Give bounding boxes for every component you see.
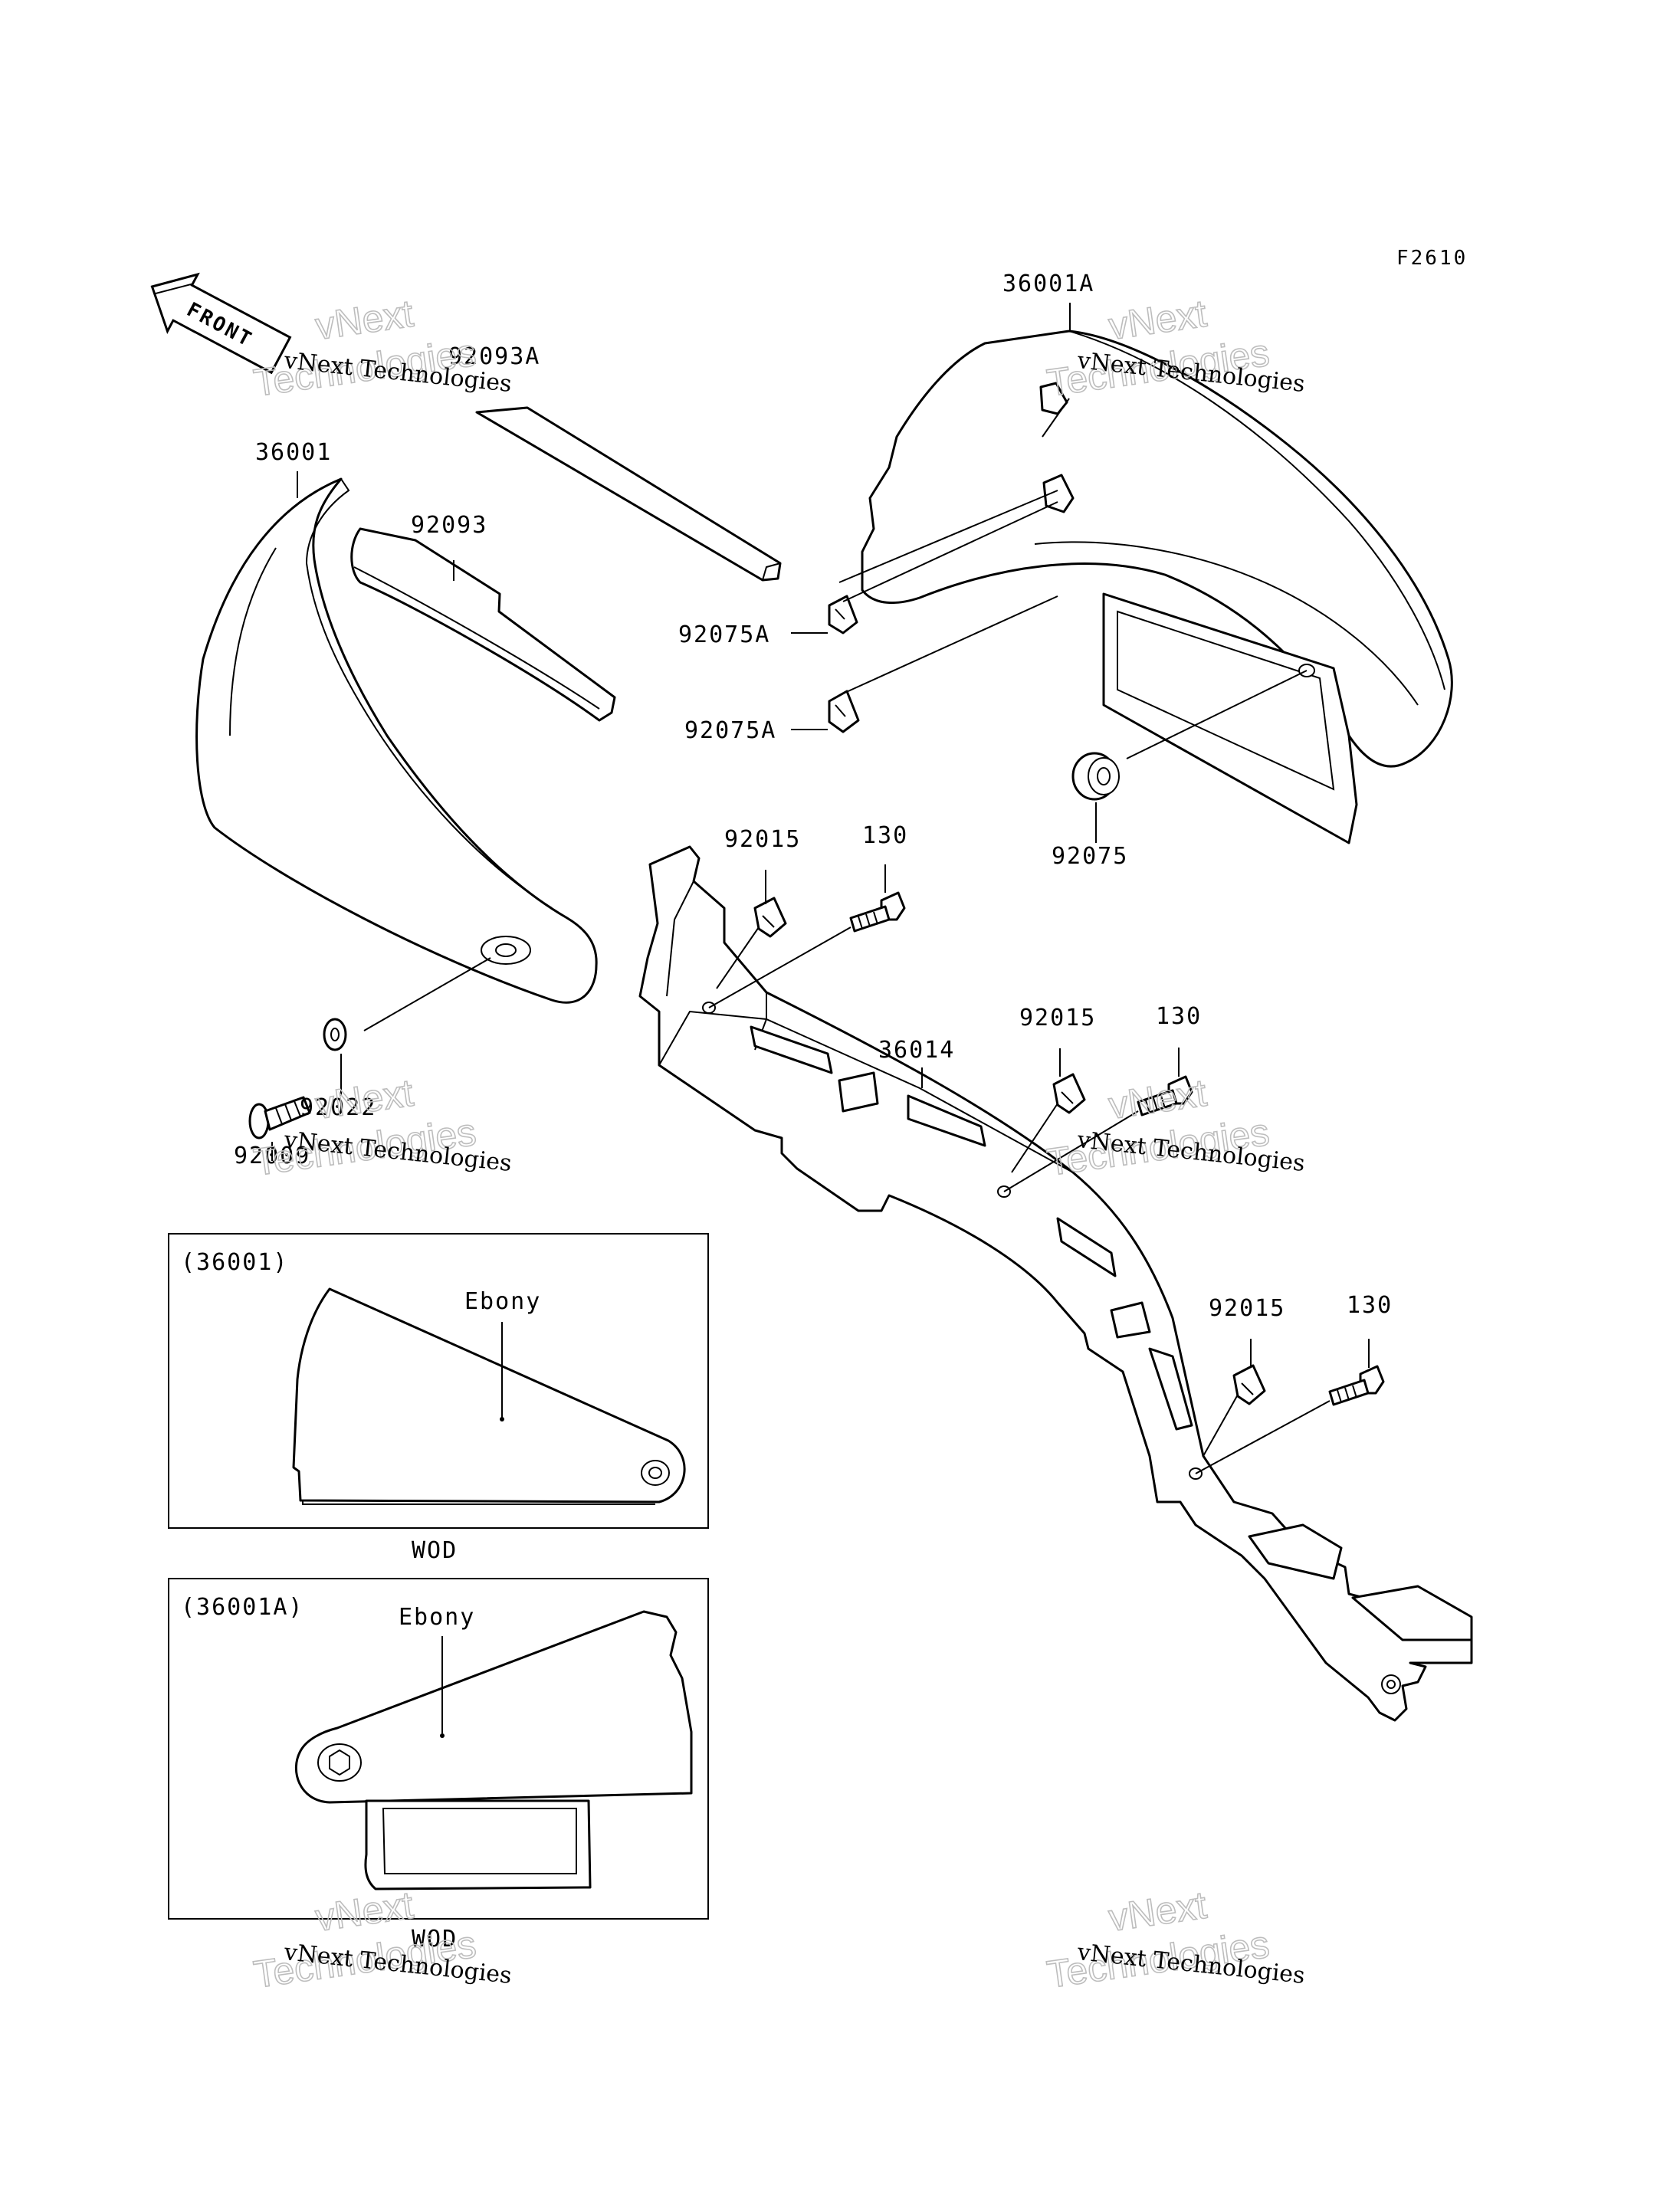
inset-36001A-color: Ebony <box>399 1604 475 1631</box>
label-92009: 92009 <box>234 1143 310 1169</box>
label-92015-2: 92015 <box>1019 1005 1096 1031</box>
label-130-2: 130 <box>1156 1003 1202 1030</box>
label-36014: 36014 <box>878 1037 955 1064</box>
part-130-bolt-1 <box>849 891 906 933</box>
label-92015-3: 92015 <box>1209 1295 1285 1322</box>
label-92075A-upper: 92075A <box>678 621 770 648</box>
part-92015-nut-1 <box>753 897 787 938</box>
part-92075A-clip-lower <box>828 690 860 733</box>
label-92075A-lower: 92075A <box>684 717 776 744</box>
label-130-1: 130 <box>862 822 908 849</box>
inset-36001-caption: WOD <box>412 1537 458 1564</box>
part-92093A-strip <box>475 406 782 582</box>
svg-text:vNext: vNext <box>313 1884 415 1940</box>
part-36014-bracket <box>638 845 1473 1722</box>
part-92015-nut-3 <box>1232 1364 1266 1405</box>
label-92093: 92093 <box>411 512 487 539</box>
svg-text:vNext: vNext <box>1106 1071 1209 1127</box>
part-92015-nut-2 <box>1052 1073 1086 1114</box>
inset-36001A: (36001A) Ebony WOD <box>168 1578 709 1953</box>
inset-36001A-frame <box>168 1578 709 1920</box>
inset-36001: (36001) Ebony WOD <box>168 1233 709 1564</box>
part-130-bolt-3 <box>1328 1365 1385 1406</box>
label-36001: 36001 <box>255 439 332 466</box>
part-92075-grommet <box>1071 752 1120 801</box>
label-130-3: 130 <box>1347 1292 1393 1319</box>
part-92075A-clip-upper <box>828 595 858 635</box>
inset-36001A-caption: WOD <box>412 1926 458 1953</box>
figure-code: F2610 <box>1396 247 1468 270</box>
label-92093A: 92093A <box>448 343 540 370</box>
svg-text:vNext: vNext <box>313 1071 415 1127</box>
svg-text:vNext: vNext <box>1106 1884 1209 1940</box>
part-92093-strip <box>350 527 616 722</box>
label-36001A: 36001A <box>1002 271 1094 297</box>
inset-36001-frame <box>168 1233 709 1529</box>
inset-36001-color: Ebony <box>464 1288 541 1315</box>
part-92009-screw <box>248 1096 311 1139</box>
inset-36001-ref: (36001) <box>181 1249 288 1276</box>
label-92015-1: 92015 <box>724 826 801 853</box>
inset-36001A-ref: (36001A) <box>181 1594 304 1621</box>
part-36001-side-cover <box>195 477 598 1004</box>
label-92022: 92022 <box>300 1094 376 1121</box>
svg-text:vNext: vNext <box>1106 292 1209 348</box>
part-92022-washer <box>323 1018 347 1051</box>
part-130-bolt-2 <box>1137 1075 1193 1117</box>
part-36001A-side-cover <box>861 330 1453 844</box>
svg-text:vNext: vNext <box>313 292 415 348</box>
label-92075: 92075 <box>1052 843 1128 870</box>
